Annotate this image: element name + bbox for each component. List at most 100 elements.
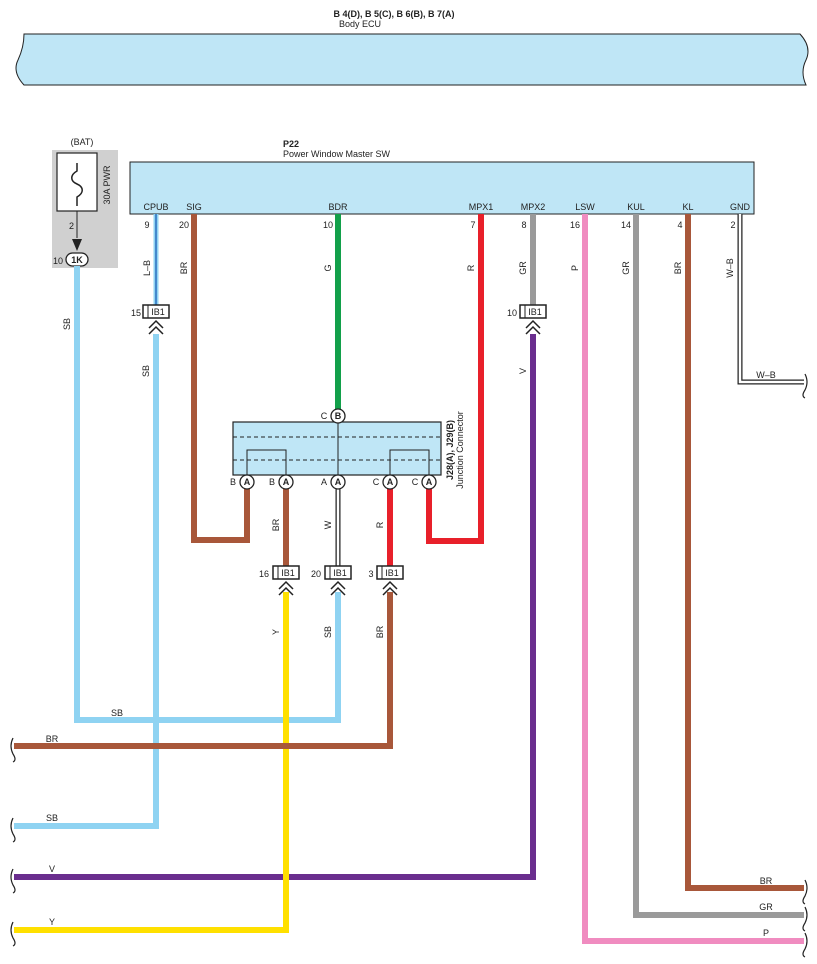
wire-label-kl: BR	[673, 261, 683, 274]
ib1-3-label: IB1	[385, 568, 399, 578]
wire-label-sb-vertical: SB	[62, 318, 72, 330]
wire-p-lsw	[582, 214, 804, 944]
wire-v	[14, 334, 536, 880]
terminal-gnd-label: GND	[730, 202, 751, 212]
pin-cpub: 9	[144, 220, 149, 230]
jc-pin-2-label: B	[269, 477, 275, 487]
ecu-name-label: Body ECU	[339, 19, 381, 29]
jc-pin-5-conn: A	[426, 477, 433, 487]
pin-mpx2: 8	[521, 220, 526, 230]
pin-sig: 20	[179, 220, 189, 230]
wire-label-v-ib1-10: V	[518, 368, 528, 374]
wire-label-y: Y	[271, 629, 281, 635]
ib1-connector-10: 10 IB1	[507, 304, 547, 335]
fuse-source-label: (BAT)	[71, 137, 94, 147]
jc-pin-1-label: B	[230, 477, 236, 487]
pin-mpx1: 7	[470, 220, 475, 230]
terminal-mpx1-label: MPX1	[469, 202, 494, 212]
wire-label-sb-ib1-15: SB	[141, 365, 151, 377]
wire-wb-gnd-inner	[738, 214, 804, 384]
fuse-name-label: 30A PWR	[102, 165, 112, 205]
jc-pin-2-circle	[278, 474, 294, 490]
ib1-connector-20: 20 IB1	[311, 565, 352, 596]
terminal-lsw-label: LSW	[575, 202, 595, 212]
wire-label-gnd: W–B	[725, 258, 735, 278]
arrow-down-icon	[72, 239, 82, 251]
fuse-pin-label: 2	[69, 221, 74, 231]
ib1-20-label: IB1	[333, 568, 347, 578]
wire-br-kl	[685, 214, 804, 891]
edge-label-v-left: V	[49, 864, 55, 874]
body-ecu-block	[15, 33, 809, 86]
break-marks	[10, 373, 808, 958]
ib1-3-pin: 3	[368, 569, 373, 579]
wire-label-w-jc: W	[323, 520, 333, 529]
terminal-kul-label: KUL	[627, 202, 645, 212]
pin-bdr: 10	[323, 220, 333, 230]
junction-connector-name: Junction Connector	[455, 411, 465, 489]
ib1-10-pin: 10	[507, 308, 517, 318]
ib1-20-pin: 20	[311, 569, 321, 579]
wire-y	[14, 592, 289, 933]
terminal-mpx2-label: MPX2	[521, 202, 546, 212]
edge-label-p-right: P	[763, 928, 769, 938]
pin-kul: 14	[621, 220, 631, 230]
wire-label-mpx2: GR	[518, 261, 528, 275]
jc-pin-4-label: C	[373, 477, 380, 487]
wire-wb-gnd-outer	[737, 214, 804, 385]
junction-1k-label: 1K	[71, 255, 83, 265]
wire-label-sb-ib1-20: SB	[323, 626, 333, 638]
jc-pin-3-circle	[330, 474, 346, 490]
edge-label-br-left: BR	[46, 734, 59, 744]
wire-label-mpx1: R	[466, 264, 476, 271]
wire-label-br-ib1-3: BR	[375, 625, 385, 638]
terminal-cpub-label: CPUB	[143, 202, 168, 212]
jc-top-pin-circle	[330, 408, 346, 424]
master-switch-code: P22	[283, 139, 299, 149]
terminal-sig-label: SIG	[186, 202, 202, 212]
master-switch-block	[129, 161, 755, 215]
fuse-icon	[71, 163, 83, 206]
wire-r-mpx1	[426, 214, 484, 544]
edge-label-y-left: Y	[49, 917, 55, 927]
junction-connector-block	[232, 421, 442, 476]
jc-pin-1-circle	[239, 474, 255, 490]
junction-1k-pin: 10	[53, 256, 63, 266]
jc-pin-4-circle	[382, 474, 398, 490]
wire-label-r-jc: R	[375, 521, 385, 528]
wire-br-sig	[191, 214, 250, 543]
wire-label-sig: BR	[179, 261, 189, 274]
terminal-kl-label: KL	[682, 202, 693, 212]
jc-top-pin-conn: B	[335, 411, 342, 421]
edge-label-sb-left: SB	[46, 813, 58, 823]
wire-label-br-jc: BR	[271, 518, 281, 531]
pin-gnd: 2	[730, 220, 735, 230]
edge-label-br-right: BR	[760, 876, 773, 886]
wire-sb-fuse	[74, 266, 341, 723]
jc-pin-4-conn: A	[387, 477, 394, 487]
wire-gr-kul	[633, 214, 804, 918]
wire-label-kul: GR	[621, 261, 631, 275]
ib1-connector-16: 16 IB1	[259, 565, 300, 596]
ecu-connectors-label: B 4(D), B 5(C), B 6(B), B 7(A)	[334, 9, 455, 19]
wire-label-lb: L–B	[142, 260, 152, 276]
jc-pin-1-conn: A	[244, 477, 251, 487]
ib1-connector-3: 3 IB1	[368, 565, 404, 596]
ib1-10-label: IB1	[528, 307, 542, 317]
jc-top-pin-label: C	[321, 411, 328, 421]
ib1-15-pin: 15	[131, 308, 141, 318]
wire-label-sb-horizontal: SB	[111, 708, 123, 718]
wire-sb-ib1-15	[14, 334, 159, 829]
jc-pin-3-label: A	[321, 477, 327, 487]
wire-br-ib1-3	[14, 592, 393, 749]
wire-label-bdr: G	[323, 264, 333, 271]
jc-pin-3-conn: A	[335, 477, 342, 487]
ib1-16-pin: 16	[259, 569, 269, 579]
jc-pin-2-conn: A	[283, 477, 290, 487]
jc-pin-5-circle	[421, 474, 437, 490]
ib1-16-label: IB1	[281, 568, 295, 578]
edge-label-gr-right: GR	[759, 902, 773, 912]
pin-kl: 4	[677, 220, 682, 230]
wire-label-wb-horizontal: W–B	[756, 370, 776, 380]
